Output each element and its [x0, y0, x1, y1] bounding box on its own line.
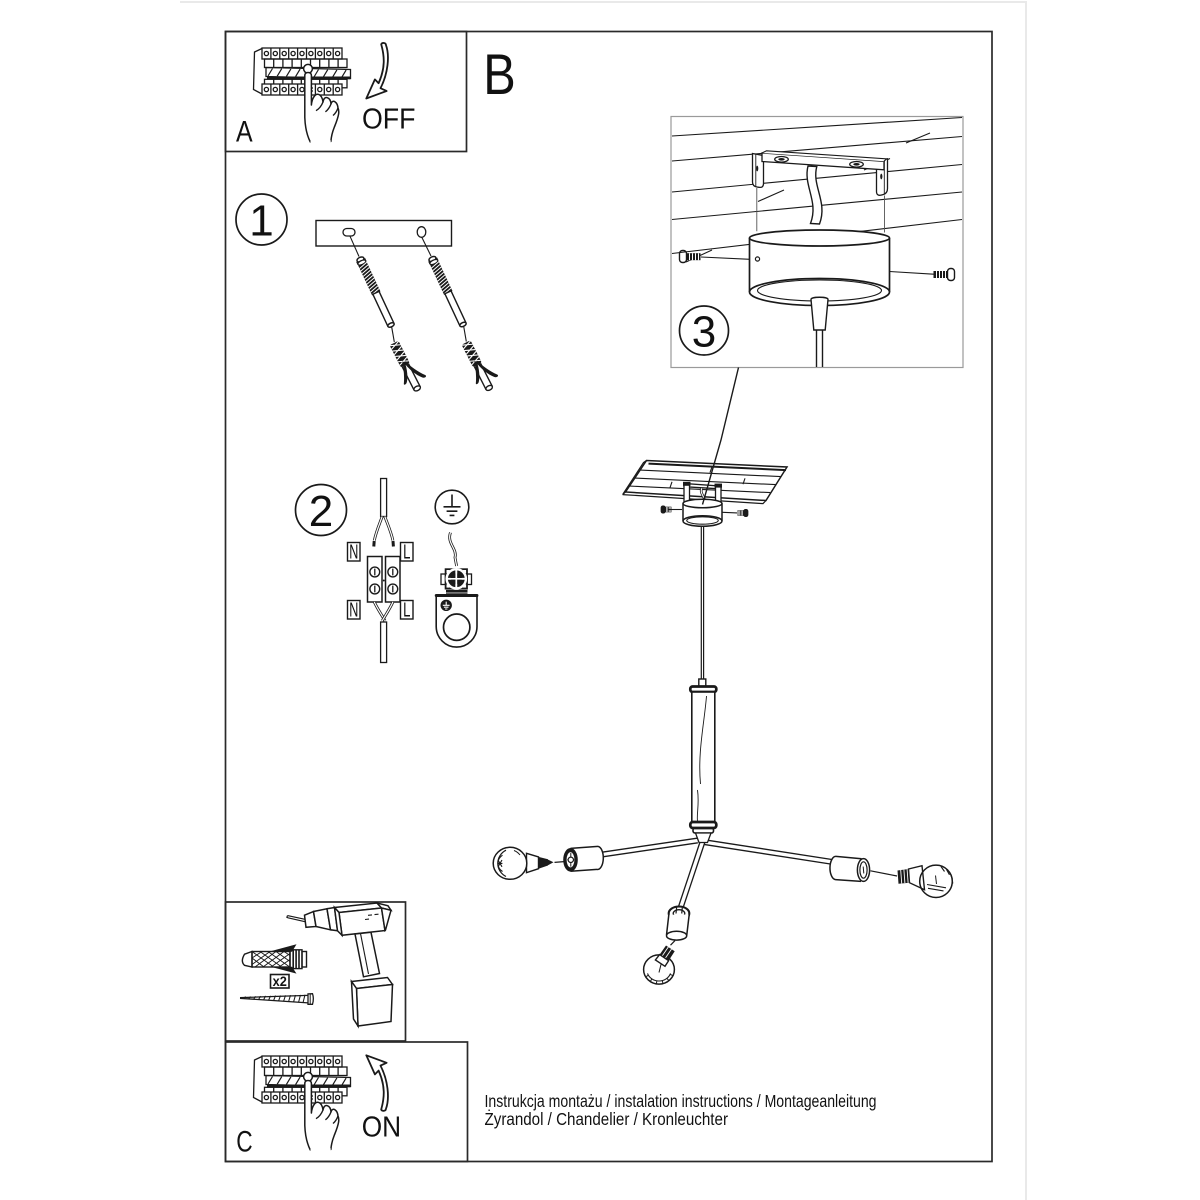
- anchor-horizontal-figure: [241, 944, 308, 974]
- canopy-screw-right: [722, 509, 749, 517]
- live-label-top: L: [403, 542, 410, 564]
- drill-figure: [286, 901, 394, 1029]
- sheet-edge: [180, 1, 1027, 1200]
- footer: Instrukcja montażu / instalation instruc…: [485, 1091, 877, 1129]
- chandelier-figure: [492, 459, 954, 985]
- bracket-hole-right: [416, 226, 427, 238]
- neutral-label-top: N: [349, 542, 358, 564]
- earth-symbol-icon: [434, 489, 470, 525]
- tools-box: x2: [224, 901, 407, 1042]
- neutral-label-bottom: N: [349, 600, 358, 622]
- panel-a-power-off: OFF A: [224, 30, 468, 153]
- step-2-badge: [294, 483, 348, 537]
- screw-left-icon: [354, 254, 397, 330]
- anchor-qty-label: x2: [273, 973, 287, 989]
- ceiling-board: [622, 459, 789, 505]
- step-3-box: [670, 115, 964, 369]
- step-1-figure: 1: [235, 193, 503, 396]
- cable-split-bottom: [373, 601, 395, 622]
- tools-box-border: [224, 901, 407, 1042]
- anchor-qty-box: [269, 973, 290, 989]
- step-3-number: 3: [692, 308, 716, 357]
- footer-line2: Żyrandol / Chandelier / Kronleuchter: [485, 1109, 729, 1129]
- live-label-bottom: L: [403, 600, 410, 622]
- screw-right-icon: [426, 254, 469, 329]
- pointing-hand-icon-c: [303, 1079, 340, 1152]
- arrow-up-icon: [365, 1054, 389, 1112]
- step-1-number: 1: [249, 197, 273, 246]
- socket-bottom: [665, 905, 691, 941]
- anchor-right-icon: [456, 335, 503, 396]
- panel-c-label: C: [236, 1125, 252, 1158]
- socket-left: [563, 845, 605, 872]
- step-3-badge: [678, 305, 730, 356]
- breaker-panel-figure-c: [252, 1055, 352, 1104]
- live-box-bottom: [399, 599, 414, 620]
- lamp-cable: [379, 621, 388, 664]
- step3-leader-line: [701, 367, 740, 505]
- socket-right: [829, 855, 871, 883]
- step3-screw-left: [678, 249, 751, 264]
- step-2-figure: 2 N L: [294, 477, 479, 664]
- live-box-top: [399, 541, 414, 562]
- ground-wire: [448, 532, 458, 567]
- arrow-down-icon: [365, 42, 389, 100]
- step-3-figure: 3: [670, 115, 964, 369]
- bracket-slot-left: [342, 227, 356, 237]
- screw-horizontal-figure: [239, 993, 314, 1005]
- ground-clamp-figure: [434, 568, 479, 648]
- bulb-left: [492, 846, 565, 881]
- panel-a-label: A: [236, 115, 253, 148]
- neutral-box-bottom: [346, 599, 361, 620]
- anchor-left-icon: [384, 336, 431, 396]
- ceiling-bracket: [751, 150, 889, 196]
- ceiling-cable: [379, 477, 388, 518]
- neutral-box-top: [346, 541, 361, 562]
- panel-b-label: B: [483, 43, 516, 107]
- on-label: ON: [362, 1112, 401, 1144]
- suspension-wire: [698, 526, 707, 688]
- panel-c-power-on: ON C: [224, 1041, 469, 1163]
- step-1-badge: [235, 193, 288, 246]
- cable-split-top: [372, 516, 395, 547]
- pointing-hand-icon: [303, 71, 340, 144]
- page-frame: [224, 30, 993, 1163]
- lamp-arms: [598, 832, 839, 912]
- breaker-panel-figure: [252, 47, 352, 96]
- step3-canopy: [748, 188, 891, 367]
- bulb-bottom: [642, 940, 676, 985]
- off-label: OFF: [362, 103, 416, 135]
- footer-line1: Instrukcja montażu / instalation instruc…: [485, 1091, 877, 1111]
- step-2-number: 2: [309, 487, 333, 536]
- canopy-screw-left: [660, 505, 682, 514]
- pendant-rod: [688, 685, 718, 834]
- step3-cable: [806, 165, 823, 225]
- mounting-bracket-plate: [315, 219, 453, 247]
- bulb-right: [870, 864, 954, 899]
- terminal-block: [366, 555, 401, 603]
- step3-screw-right: [889, 267, 956, 282]
